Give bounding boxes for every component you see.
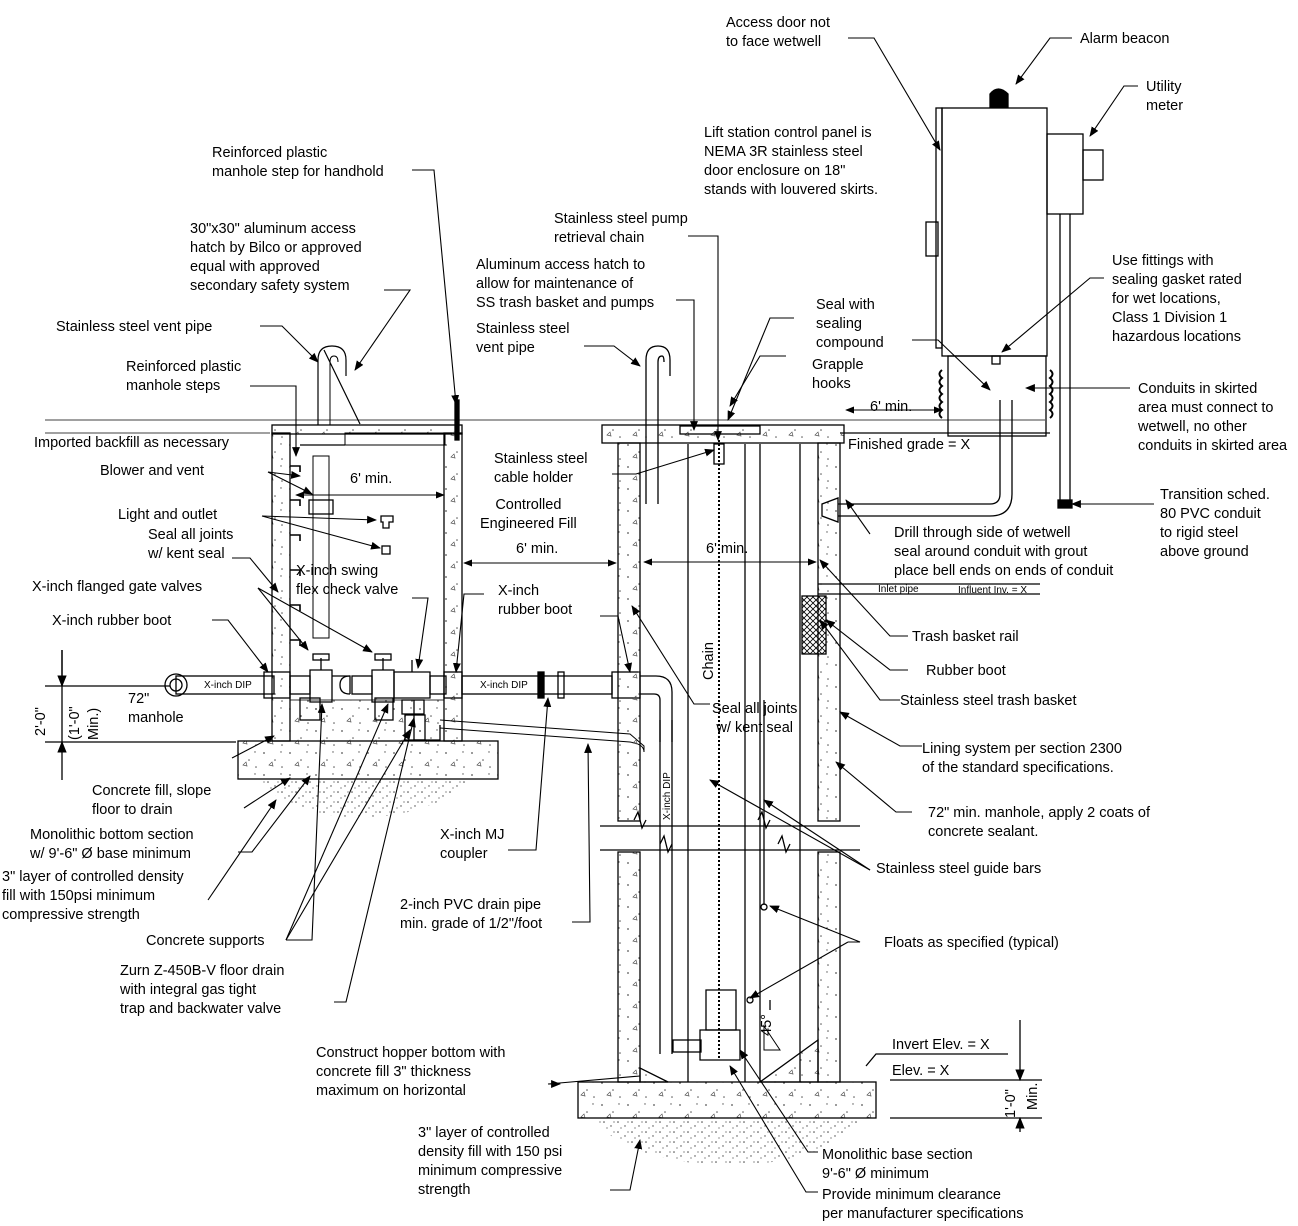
label-dip-vertical: X-inch DIP [662, 772, 673, 820]
label-clearance: Provide minimum clearance per manufactur… [822, 1187, 1024, 1222]
valve-vault [164, 345, 673, 818]
label-grapple-hooks: Grapple hooks [812, 357, 864, 392]
label-aluminum-hatch-30: 30"x30" aluminum access hatch by Bilco o… [190, 221, 362, 294]
label-lining: Lining system per section 2300 of the st… [922, 741, 1122, 776]
label-guide-bars: Stainless steel guide bars [876, 861, 1042, 877]
label-rubber-boot-mid: X-inch rubber boot [498, 583, 573, 618]
label-six-min-vault: 6' min. [350, 471, 393, 487]
label-dim-1-0: 1'-0" [1003, 1089, 1019, 1118]
label-dip-mid: X-inch DIP [480, 680, 528, 691]
label-use-fittings: Use fittings with sealing gasket rated f… [1112, 253, 1242, 345]
label-manhole-72: 72" manhole [128, 691, 184, 726]
label-finished-grade: Finished grade = X [848, 437, 971, 453]
label-six-min-wetwell: 6' min. [706, 541, 749, 557]
label-invert-elev: Invert Elev. = X [892, 1037, 990, 1053]
label-zurn: Zurn Z-450B-V floor drain with integral … [120, 963, 285, 1017]
label-manhole-min-72: 72" min. manhole, apply 2 coats of concr… [928, 805, 1150, 840]
label-cdf-bottom: 3" layer of controlled density fill with… [418, 1125, 563, 1198]
label-dim-1-0-min: (1'-0" Min.) [67, 706, 102, 740]
label-conduits-skirted: Conduits in skirted area must connect to… [1138, 381, 1288, 454]
label-seal-joints-right: Seal all joints w/ kent seal [712, 701, 798, 736]
label-dim-2-0: 2'-0" [33, 707, 49, 736]
label-seal-joints-left: Seal all joints w/ kent seal [148, 527, 234, 562]
label-vent-pipe-left: Stainless steel vent pipe [56, 319, 213, 335]
label-rubber-boot-right: Rubber boot [926, 663, 1006, 679]
label-elev: Elev. = X [892, 1063, 950, 1079]
label-trash-basket: Stainless steel trash basket [900, 693, 1077, 709]
label-six-min-between: 6' min. [516, 541, 559, 557]
label-access-door: Access door not to face wetwell [726, 15, 830, 50]
label-controlled-fill: Controlled Engineered Fill [480, 497, 577, 532]
label-transition: Transition sched. 80 PVC conduit to rigi… [1160, 487, 1270, 560]
label-control-panel: Lift station control panel is NEMA 3R st… [704, 125, 879, 198]
label-inlet-pipe: Inlet pipe [878, 584, 919, 595]
wetwell [463, 345, 1040, 1165]
label-utility-meter: Utility meter [1146, 79, 1184, 114]
control-panel [845, 88, 1104, 509]
label-six-min-grade: 6' min. [870, 399, 913, 415]
label-light-outlet: Light and outlet [118, 507, 218, 523]
label-cdf-150psi: 3" layer of controlled density fill with… [2, 869, 184, 923]
label-seal-compound: Seal with sealing compound [816, 297, 884, 351]
label-concrete-supports: Concrete supports [146, 933, 265, 949]
label-drill-through: Drill through side of wetwell seal aroun… [894, 525, 1114, 579]
label-angle-45: 45° [759, 1014, 775, 1036]
label-imported-backfill: Imported backfill as necessary [34, 435, 230, 451]
label-monolithic-base: Monolithic base section 9'-6" Ø minimum [822, 1147, 973, 1182]
label-manhole-step-handhold: Reinforced plastic manhole step for hand… [212, 145, 384, 180]
label-vent-pipe-right: Stainless steel vent pipe [476, 321, 570, 356]
label-concrete-fill: Concrete fill, slope floor to drain [92, 783, 212, 818]
label-influent-inv: Influent Inv. = X [958, 585, 1028, 596]
label-gate-valves: X-inch flanged gate valves [32, 579, 203, 595]
label-aluminum-hatch-trash: Aluminum access hatch to allow for maint… [476, 257, 655, 311]
label-hopper: Construct hopper bottom with concrete fi… [316, 1045, 506, 1099]
label-pump-chain: Stainless steel pump retrieval chain [554, 211, 688, 246]
label-cable-holder: Stainless steel cable holder [494, 451, 588, 486]
label-blower-vent: Blower and vent [100, 463, 204, 479]
label-min-right: Min. [1025, 1082, 1041, 1110]
label-drain-pipe: 2-inch PVC drain pipe min. grade of 1/2"… [400, 897, 543, 932]
label-rubber-boot-left: X-inch rubber boot [52, 613, 172, 629]
label-alarm-beacon: Alarm beacon [1080, 31, 1170, 47]
label-trash-rail: Trash basket rail [912, 629, 1019, 645]
label-mj-coupler: X-inch MJ coupler [440, 827, 505, 862]
label-chain: Chain [701, 642, 717, 680]
label-floats: Floats as specified (typical) [884, 935, 1059, 951]
label-dip-left: X-inch DIP [204, 680, 252, 691]
label-manhole-steps: Reinforced plastic manhole steps [126, 359, 242, 394]
label-swing-check: X-inch swing flex check valve [296, 563, 399, 598]
label-monolithic-bottom: Monolithic bottom section w/ 9'-6" Ø bas… [30, 827, 194, 862]
